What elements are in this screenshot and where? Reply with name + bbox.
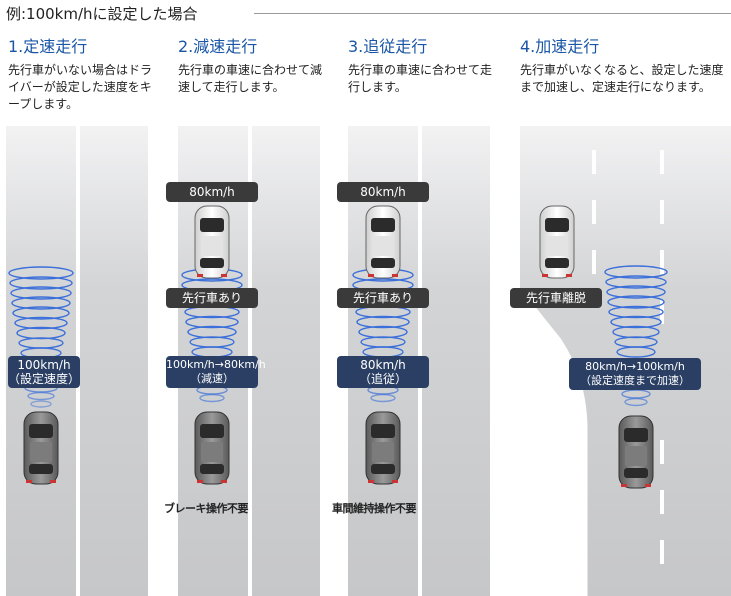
col1-speed-box: 100km/h （設定速度） (8, 356, 80, 388)
col3-lead-box: 先行車あり (337, 288, 429, 308)
col1-radar (8, 266, 74, 408)
col2-speed-box: 100km/h→80km/h （減速） (166, 356, 266, 388)
col3-speed-line1: 80km/h (360, 358, 406, 372)
col4-lead-car (539, 205, 575, 279)
col4-speed-line1: 80km/h→100km/h (585, 360, 685, 373)
col2-note: ブレーキ操作不要 (164, 502, 249, 515)
col4-desc: 先行車がいなくなると、設定した速度まで加速し、定速走行になります。 (520, 63, 724, 94)
col1-own-car (23, 411, 59, 485)
col4-lead-box: 先行車離脱 (510, 288, 602, 308)
col2-speed-line2: （減速） (190, 372, 234, 385)
col1-title: 1.定速走行 (8, 37, 88, 56)
page-title: 例:100km/hに設定した場合 (6, 5, 198, 23)
col3-lead-car (365, 205, 401, 279)
col2-own-car (194, 411, 230, 485)
col4-radar (604, 265, 668, 407)
col3-speed-line2: （追従） (358, 372, 407, 386)
col3-desc: 先行車の車速に合わせて走行します。 (348, 63, 493, 94)
header-rule (254, 13, 731, 14)
col4-speed-box: 80km/h→100km/h （設定速度まで加速） (569, 358, 701, 390)
col2-speed-line1: 100km/h→80km/h (166, 358, 266, 371)
col4-speed-line2: （設定速度まで加速） (580, 374, 690, 387)
col4-own-car (618, 415, 654, 489)
col3-own-car (365, 411, 401, 485)
col1-desc: 先行車がいない場合はドライバーが設定した速度をキープします。 (8, 63, 153, 111)
col2-lead-speed-box: 80km/h (166, 182, 258, 202)
col3-note: 車間維持操作不要 (332, 502, 417, 515)
col2-lead-box: 先行車あり (166, 288, 258, 308)
col3-lead-speed-box: 80km/h (337, 182, 429, 202)
col2-desc: 先行車の車速に合わせて減速して走行します。 (178, 63, 323, 94)
col3-speed-box: 80km/h （追従） (337, 356, 429, 388)
col2-lead-car (194, 205, 230, 279)
col1-speed-line1: 100km/h (17, 358, 71, 372)
col1-speed-line2: （設定速度） (8, 372, 81, 386)
col3-title: 3.追従走行 (348, 37, 428, 56)
col4-title: 4.加速走行 (520, 37, 600, 56)
col2-title: 2.減速走行 (178, 37, 258, 56)
